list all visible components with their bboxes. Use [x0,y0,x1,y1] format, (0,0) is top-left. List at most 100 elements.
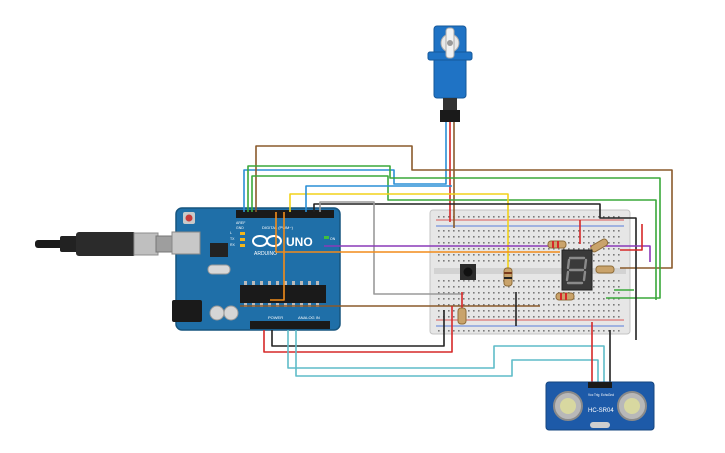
breadboard-hole [603,254,605,256]
breadboard-hole [503,248,505,250]
breadboard-hole [483,254,485,256]
breadboard-hole [513,248,515,250]
breadboard-hole [568,310,570,312]
breadboard-hole [483,230,485,232]
rx-label: RX [230,243,236,247]
breadboard-hole [508,298,510,300]
breadboard-hole [558,304,560,306]
breadboard-hole [483,298,485,300]
breadboard-hole [463,216,465,218]
breadboard-hole [538,260,540,262]
breadboard-hole [528,216,530,218]
breadboard-hole [493,242,495,244]
breadboard-hole [513,304,515,306]
breadboard-hole [598,286,600,288]
breadboard-hole [483,216,485,218]
breadboard-hole [503,316,505,318]
breadboard-hole [573,292,575,294]
breadboard-hole [458,242,460,244]
breadboard-hole [573,216,575,218]
breadboard-hole [613,230,615,232]
breadboard-hole [443,286,445,288]
breadboard-hole [548,286,550,288]
breadboard-hole [558,260,560,262]
breadboard-hole [453,304,455,306]
breadboard-hole [533,248,535,250]
breadboard-hole [593,304,595,306]
digital-label: DIGITAL (PWM~) [262,225,294,230]
breadboard-hole [583,310,585,312]
breadboard-hole [523,330,525,332]
breadboard-hole [438,298,440,300]
breadboard-hole [603,260,605,262]
breadboard-hole [533,254,535,256]
breadboard-hole [523,310,525,312]
breadboard-hole [618,304,620,306]
breadboard-hole [538,216,540,218]
breadboard-hole [488,242,490,244]
breadboard-hole [533,330,535,332]
wire-gray [319,201,464,295]
power-label: POWER [268,315,283,320]
wire-teal-echo [287,330,605,384]
breadboard-hole [563,236,565,238]
breadboard-hole [558,286,560,288]
breadboard-hole [608,260,610,262]
breadboard-hole [543,216,545,218]
breadboard-hole [593,236,595,238]
breadboard-hole [618,316,620,318]
breadboard-hole [478,260,480,262]
breadboard-hole [468,260,470,262]
breadboard-hole [618,236,620,238]
breadboard-hole [498,330,500,332]
breadboard-hole [438,236,440,238]
wire-blue-digital [305,185,452,212]
breadboard-hole [458,260,460,262]
breadboard-hole [498,286,500,288]
breadboard-hole [613,310,615,312]
breadboard-hole [598,330,600,332]
breadboard-hole [563,230,565,232]
breadboard-hole [598,316,600,318]
breadboard-hole [578,236,580,238]
breadboard-hole [528,292,530,294]
breadboard-hole [563,316,565,318]
breadboard-hole [553,236,555,238]
breadboard-hole [513,292,515,294]
breadboard-hole [468,298,470,300]
breadboard-hole [453,280,455,282]
breadboard-hole [578,248,580,250]
breadboard-hole [518,236,520,238]
breadboard-hole [448,292,450,294]
breadboard-hole [478,242,480,244]
power-jack [172,300,202,322]
breadboard-hole [448,260,450,262]
breadboard-hole [463,236,465,238]
breadboard-hole [608,236,610,238]
breadboard-hole [488,298,490,300]
breadboard-hole [533,292,535,294]
breadboard-hole [498,230,500,232]
breadboard-hole [578,230,580,232]
breadboard-hole [588,330,590,332]
breadboard-hole [598,298,600,300]
breadboard-hole [578,330,580,332]
breadboard-hole [513,236,515,238]
breadboard-hole [548,248,550,250]
breadboard-hole [553,304,555,306]
breadboard-hole [598,304,600,306]
breadboard-hole [543,298,545,300]
breadboard-hole [488,310,490,312]
breadboard-hole [503,254,505,256]
wire-red-5v [263,306,453,353]
breadboard-hole [548,310,550,312]
breadboard-hole [478,316,480,318]
breadboard-hole [528,298,530,300]
sensor-pin-gnd: Gnd [608,393,614,397]
breadboard-hole [538,280,540,282]
breadboard-hole [473,298,475,300]
breadboard-hole [578,316,580,318]
breadboard-hole [443,248,445,250]
breadboard-hole [598,236,600,238]
push-button[interactable] [460,264,476,280]
